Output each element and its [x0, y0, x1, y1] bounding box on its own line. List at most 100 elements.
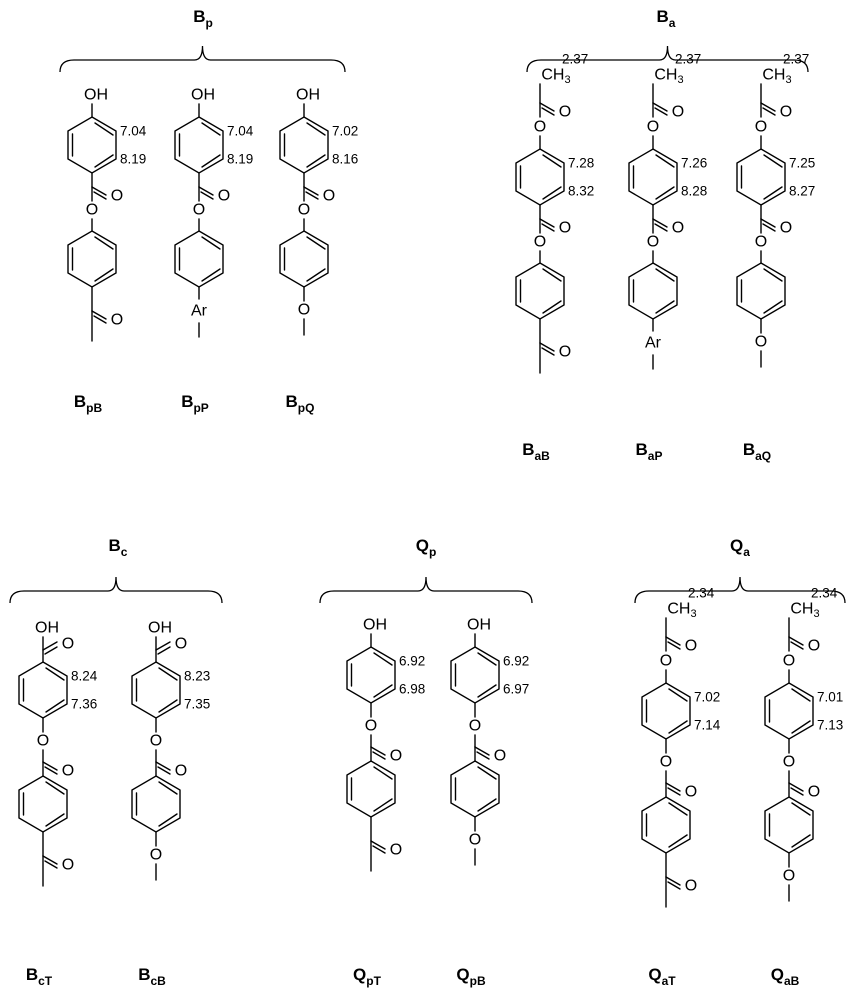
- co-double-bond: [200, 191, 214, 200]
- ether-oxygen: O: [298, 302, 310, 319]
- co-double-bond: [44, 646, 58, 655]
- benzene-ring: [641, 796, 691, 854]
- benzene-ring: [174, 116, 224, 174]
- group-brace: [634, 576, 846, 604]
- co-double-bond: [157, 766, 171, 775]
- ether-oxygen: O: [150, 847, 162, 864]
- group-title: Qp: [416, 536, 437, 559]
- group-Bp: BpOH7.048.19OOOBpBOH7.048.19OOArBpPOH7.0…: [59, 7, 358, 415]
- co-double-bond: [42, 641, 58, 651]
- carbonyl-oxygen: O: [808, 784, 820, 801]
- carbonyl-oxygen: O: [808, 638, 820, 655]
- nmr-shift-label: 6.97: [503, 682, 529, 697]
- nmr-shift-label: 7.04: [120, 124, 147, 139]
- ring-double-bond: [158, 699, 178, 713]
- ring-double-bond: [655, 268, 675, 282]
- ring-double-bond: [94, 122, 114, 136]
- carbonyl-oxygen: O: [62, 636, 74, 653]
- ester-oxygen: O: [660, 653, 672, 670]
- ring-double-bond: [94, 236, 114, 250]
- group-brace: [319, 576, 533, 604]
- methyl-group: CH3: [790, 601, 819, 621]
- co-double-bond: [539, 342, 555, 352]
- nmr-shift-label: 8.16: [332, 152, 358, 167]
- structure-label: QpB: [456, 965, 486, 988]
- nmr-shift-label: 7.14: [694, 718, 721, 733]
- ring-double-bond: [158, 781, 178, 795]
- nmr-shift-label: 8.19: [227, 152, 253, 167]
- benzene-ring: [450, 646, 500, 704]
- co-double-bond: [157, 646, 171, 655]
- ester-oxygen: O: [755, 234, 767, 251]
- co-double-bond: [474, 746, 490, 756]
- carbonyl-oxygen: O: [62, 857, 74, 874]
- methyl-group: CH3: [667, 601, 696, 621]
- nmr-shift-label: 8.19: [120, 152, 146, 167]
- ring-double-bond: [542, 300, 562, 314]
- carbonyl-oxygen: O: [685, 878, 697, 895]
- ether-oxygen: O: [783, 868, 795, 885]
- carbonyl-oxygen: O: [672, 220, 684, 237]
- ring-double-bond: [791, 720, 811, 734]
- co-double-bond: [652, 102, 668, 112]
- group-title: Bp: [193, 7, 213, 30]
- carbonyl-oxygen: O: [494, 748, 506, 765]
- structure-label: QpT: [353, 965, 382, 988]
- ring-double-bond: [201, 268, 221, 282]
- benzene-ring: [67, 116, 117, 174]
- ester-oxygen: O: [365, 718, 377, 735]
- ring-double-bond: [791, 802, 811, 816]
- co-double-bond: [667, 881, 681, 890]
- ester-oxygen: O: [534, 119, 546, 136]
- nmr-shift-label: 7.01: [817, 690, 843, 705]
- methyl-group: CH3: [654, 67, 683, 87]
- co-double-bond: [760, 102, 776, 112]
- group-Qa: QaCH32.34OO7.027.14OOOQaTCH32.34OO7.017.…: [634, 536, 846, 988]
- co-double-bond: [654, 223, 668, 232]
- benzene-ring: [279, 230, 329, 288]
- structure-label: QaT: [648, 965, 676, 988]
- co-double-bond: [541, 223, 555, 232]
- benzene-ring: [131, 775, 181, 833]
- carbonyl-oxygen: O: [559, 220, 571, 237]
- ring-double-bond: [542, 186, 562, 200]
- ring-double-bond: [306, 154, 326, 168]
- structure-label: BaP: [636, 440, 663, 463]
- ester-oxygen: O: [660, 754, 672, 771]
- nmr-shift-label: 2.37: [562, 52, 588, 67]
- co-double-bond: [476, 751, 490, 760]
- ring-double-bond: [373, 652, 393, 666]
- ring-double-bond: [306, 268, 326, 282]
- ester-oxygen: O: [37, 733, 49, 750]
- ester-oxygen: O: [647, 234, 659, 251]
- ring-double-bond: [791, 688, 811, 702]
- group-title: Ba: [657, 7, 676, 30]
- ester-oxygen: O: [86, 202, 98, 219]
- benzene-ring: [174, 230, 224, 288]
- carbonyl-oxygen: O: [672, 104, 684, 121]
- nmr-shift-label: 8.32: [568, 184, 594, 199]
- ether-oxygen: O: [469, 832, 481, 849]
- nmr-shift-label: 7.02: [332, 124, 358, 139]
- co-double-bond: [652, 218, 668, 228]
- ring-double-bond: [45, 813, 65, 827]
- carbonyl-oxygen: O: [111, 312, 123, 329]
- carbonyl-oxygen: O: [559, 104, 571, 121]
- hydroxyl-group: OH: [296, 87, 320, 104]
- group-brace: [526, 45, 809, 73]
- co-double-bond: [667, 787, 681, 796]
- nmr-shift-label: 7.25: [789, 156, 815, 171]
- co-double-bond: [762, 107, 776, 116]
- carbonyl-oxygen: O: [218, 188, 230, 205]
- carbonyl-oxygen: O: [175, 636, 187, 653]
- ester-oxygen: O: [534, 234, 546, 251]
- hydroxyl-group: OH: [148, 620, 172, 637]
- nmr-shift-label: 7.26: [681, 156, 707, 171]
- co-double-bond: [305, 191, 319, 200]
